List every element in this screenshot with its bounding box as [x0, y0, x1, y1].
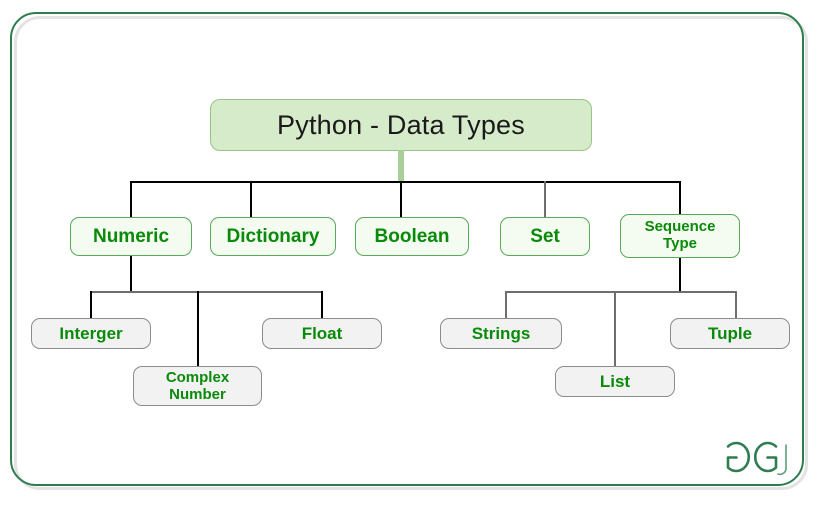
connector-drop-tuple [735, 291, 737, 319]
node-tuple[interactable]: Tuple [670, 318, 790, 349]
node-boolean[interactable]: Boolean [355, 217, 469, 256]
node-label-numeric: Numeric [92, 225, 170, 247]
outer-frame-shadow [14, 16, 808, 490]
node-label-interger: Interger [59, 323, 123, 343]
connector-drop-float [321, 291, 323, 319]
connector-drop-complex-number [197, 291, 199, 367]
connector-numeric-bus [90, 291, 323, 293]
node-label-tuple: Tuple [707, 323, 753, 343]
geeksforgeeks-logo [720, 435, 794, 483]
node-python-data-types[interactable]: Python - Data Types [210, 99, 592, 151]
connector-drop-list [614, 291, 616, 367]
node-list[interactable]: List [555, 366, 675, 397]
node-label-sequence-type-line1: Sequence [644, 218, 716, 236]
connector-sequence-bus [505, 291, 737, 293]
node-label-complex-number-line1: Complex [165, 368, 230, 386]
connector-drop-interger [90, 291, 92, 319]
node-label-complex-number-line2: Number [169, 386, 226, 403]
node-label-set: Set [530, 225, 560, 247]
node-numeric[interactable]: Numeric [70, 217, 192, 256]
connector-drop-dictionary [250, 181, 252, 217]
node-label-float: Float [301, 323, 343, 343]
node-label-list: List [599, 371, 631, 391]
connector-drop-sequence-type [679, 181, 681, 214]
node-complex-number[interactable]: Complex Number [133, 366, 262, 406]
node-interger[interactable]: Interger [31, 318, 151, 349]
connector-level2-bus [130, 181, 681, 183]
node-label-root: Python - Data Types [277, 109, 525, 140]
node-strings[interactable]: Strings [440, 318, 562, 349]
node-dictionary[interactable]: Dictionary [210, 217, 336, 256]
node-label-sequence-type-line2: Type [663, 235, 697, 252]
node-sequence-type[interactable]: Sequence Type [620, 214, 740, 258]
outer-frame-border [10, 12, 804, 486]
connector-sequence-stem [679, 258, 681, 292]
node-label-dictionary: Dictionary [226, 225, 320, 247]
connector-numeric-stem [130, 256, 132, 292]
node-float[interactable]: Float [262, 318, 382, 349]
node-label-strings: Strings [471, 323, 531, 343]
connector-drop-boolean [400, 181, 402, 217]
connector-drop-strings [505, 291, 507, 319]
connector-root-stem [398, 150, 404, 182]
node-label-boolean: Boolean [374, 225, 450, 247]
connector-drop-set [544, 181, 547, 217]
node-set[interactable]: Set [500, 217, 590, 256]
connector-drop-numeric [130, 181, 132, 217]
